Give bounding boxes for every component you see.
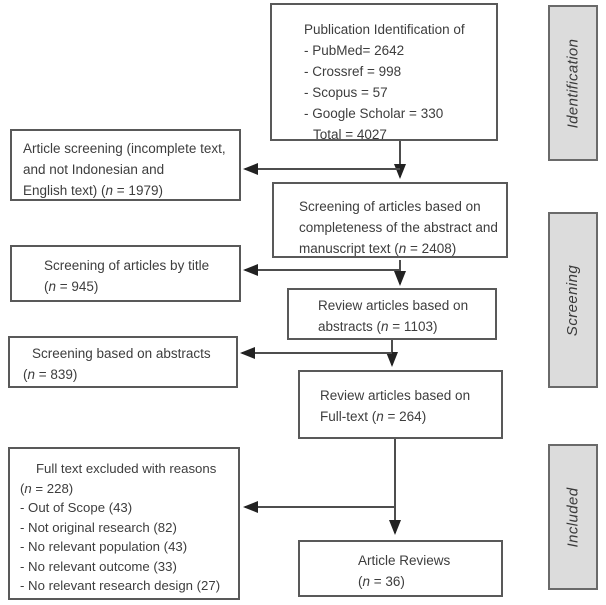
stage-label-text: Screening [564,264,582,336]
node-publication-identification: Publication Identification of - PubMed= … [270,3,498,142]
node-screening-by-title: Screening of articles by title (n = 945) [10,245,241,302]
node-line: - PubMed= 2642 [304,43,405,58]
node-line: Full-text (n = 264) [320,409,427,424]
node-line: Screening of articles based on [299,199,481,214]
node-line: (n = 945) [44,279,99,294]
node-line: completeness of the abstract and [299,220,498,235]
node-line: manuscript text (n = 2408) [299,241,457,256]
node-line: Article screening (incomplete text, [23,141,226,156]
stage-label-text: Identification [564,38,582,128]
node-line: - No relevant research design (27) [20,578,221,593]
node-line: Article Reviews [358,553,451,568]
node-screening-completeness: Screening of articles based on completen… [272,182,508,258]
node-line: Full text excluded with reasons [36,461,217,476]
node-line: - No relevant outcome (33) [20,558,177,574]
node-line: (n = 228) [20,480,74,496]
node-line: Review articles based on [318,298,469,313]
node-line: Review articles based on [320,388,471,403]
node-line: English text) (n = 1979) [23,183,163,198]
node-line: Total = 4027 [313,127,387,142]
stage-label-screening: Screening [548,212,598,388]
stage-label-text: Included [564,487,582,547]
node-line: and not Indonesian and [23,162,165,177]
node-line: - Out of Scope (43) [20,500,133,515]
node-line: - Not original research (82) [20,519,177,535]
node-line: Publication Identification of [304,22,465,37]
node-fulltext-excluded-reasons: Full text excluded with reasons (n = 228… [8,447,240,600]
node-screening-abstracts: Screening based on abstracts (n = 839) [8,336,238,388]
node-line: Screening based on abstracts [32,346,211,361]
node-line: (n = 839) [23,367,78,382]
stage-label-identification: Identification [548,5,598,161]
node-article-reviews: Article Reviews (n = 36) [298,540,503,597]
node-line: - No relevant population (43) [20,539,188,554]
stage-label-included: Included [548,444,598,590]
node-line: Screening of articles by title [44,258,210,273]
node-line: - Scopus = 57 [304,85,388,100]
node-line: (n = 36) [358,574,405,589]
node-line: abstracts (n = 1103) [318,319,438,334]
node-line: - Crossref = 998 [304,64,402,79]
node-article-screening-language-exclusion: Article screening (incomplete text, and … [10,129,241,201]
node-review-abstracts: Review articles based on abstracts (n = … [287,288,497,340]
node-review-fulltext: Review articles based on Full-text (n = … [298,370,503,439]
node-line: - Google Scholar = 330 [304,106,444,121]
